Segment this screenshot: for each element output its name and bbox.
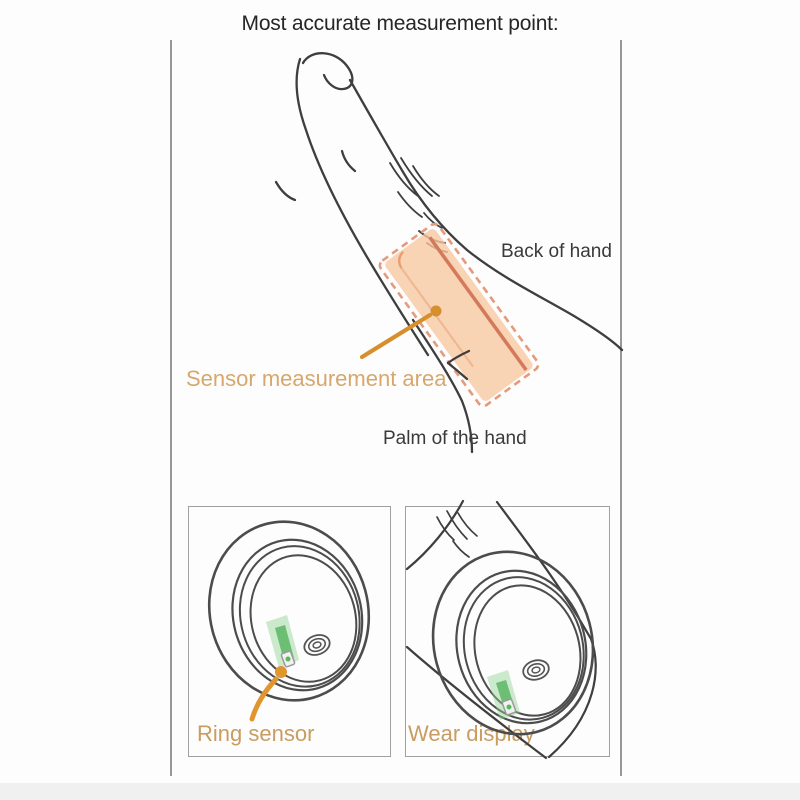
finger-left-edge: [295, 57, 430, 357]
fingernail: [301, 52, 354, 91]
left-frame-line: [170, 40, 172, 776]
joint-crease: [274, 180, 297, 202]
knuckle-crease: [418, 230, 448, 253]
wear-display-panel: [405, 506, 610, 757]
page-title: Most accurate measurement point:: [241, 12, 559, 35]
finger-illustration: [274, 52, 624, 357]
mid-crease: [340, 149, 357, 173]
bottom-margin: [0, 783, 800, 800]
ring-sensor-label: Ring sensor: [197, 721, 315, 746]
band-wrinkle-lower: [446, 361, 469, 381]
finger-right-edge: [348, 78, 624, 352]
wear-display-label: Wear display: [408, 721, 535, 746]
right-frame-line: [620, 40, 622, 776]
sensor-measurement-area-label: Sensor measurement area: [186, 366, 447, 391]
knuckle-wrinkles: [389, 157, 443, 229]
band-wrinkle-upper: [446, 349, 471, 365]
palm-of-hand-label: Palm of the hand: [383, 428, 527, 449]
pointer-line: [359, 312, 433, 360]
pointer-dot: [430, 305, 442, 317]
back-of-hand-label: Back of hand: [501, 241, 612, 262]
sensor-area-pointer: [359, 305, 442, 360]
ring-sensor-panel: [188, 506, 391, 757]
band-top-hook: [397, 250, 405, 269]
band-inner-light-line: [400, 267, 474, 368]
